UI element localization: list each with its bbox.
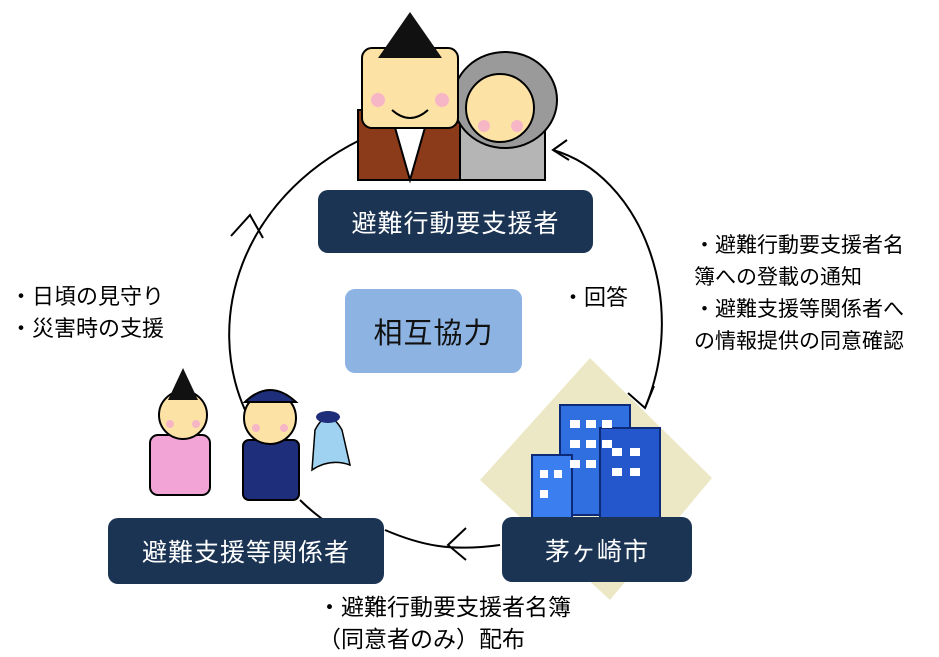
note-left-line: ・日頃の見守り: [10, 285, 165, 310]
supporters-illustration: [149, 368, 352, 501]
arc-left-to-top: [228, 139, 361, 411]
node-right-city: 茅ヶ崎市: [502, 517, 692, 582]
note-bottom: ・避難行動要支援者名簿 （同意者のみ）配布: [318, 592, 571, 656]
arc-top-to-right: [552, 149, 663, 409]
note-right-line: 簿への登載の通知: [694, 265, 862, 289]
elderly-couple-illustration: [357, 12, 558, 184]
node-left-label: 避難支援等関係者: [141, 538, 350, 567]
node-left-support-providers: 避難支援等関係者: [108, 518, 384, 584]
note-bottom-line: （同意者のみ）配布: [318, 627, 525, 653]
center-mutual-cooperation: 相互協力: [345, 289, 522, 373]
node-right-label: 茅ヶ崎市: [544, 536, 649, 566]
note-right-line: の情報提供の同意確認: [694, 329, 904, 353]
note-left-line: ・災害時の支援: [10, 317, 165, 342]
node-top-label: 避難行動要支援者: [351, 208, 560, 238]
arrowhead-right: [627, 385, 655, 410]
arrowhead-left: [230, 213, 264, 239]
note-left: ・日頃の見守り ・災害時の支援: [10, 282, 164, 346]
arc-right-to-left: [384, 529, 501, 549]
arrowhead-top-left: [551, 139, 570, 161]
note-bottom-line: ・避難行動要支援者名簿: [318, 595, 571, 621]
note-middle-line: ・回答: [562, 286, 629, 311]
note-right: ・避難行動要支援者名 簿への登載の通知 ・避難支援等関係者へ の情報提供の同意確…: [694, 229, 904, 357]
node-top-requiring-support: 避難行動要支援者: [318, 190, 593, 253]
note-middle: ・回答: [562, 283, 628, 315]
note-right-line: ・避難支援等関係者へ: [694, 297, 904, 321]
arrowhead-bottom: [446, 527, 467, 561]
note-right-line: ・避難行動要支援者名: [694, 233, 904, 257]
center-label: 相互協力: [373, 316, 494, 350]
